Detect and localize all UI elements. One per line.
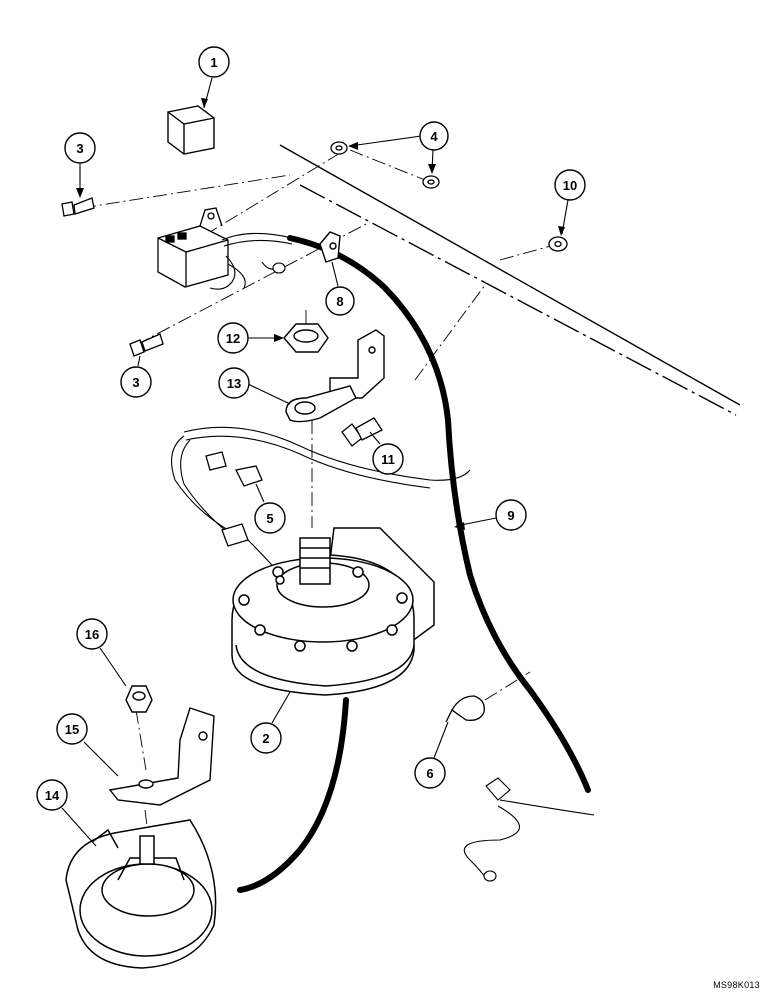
svg-text:13: 13 — [227, 376, 241, 391]
drawing-reference-code: MS98K013 — [713, 980, 760, 990]
wire-connector — [205, 451, 263, 547]
svg-text:9: 9 — [507, 508, 514, 523]
nut — [548, 236, 568, 252]
svg-text:6: 6 — [426, 766, 433, 781]
svg-text:16: 16 — [85, 627, 99, 642]
horn-mounting-bracket — [285, 329, 385, 423]
horn-leads — [171, 426, 471, 581]
callout: 8 — [325, 261, 355, 316]
svg-text:8: 8 — [336, 294, 343, 309]
horn-bracket — [108, 707, 215, 806]
svg-text:10: 10 — [563, 178, 577, 193]
callout: 1 — [198, 46, 230, 109]
hex-nut — [283, 323, 329, 353]
nut — [330, 141, 348, 155]
svg-text:3: 3 — [76, 141, 83, 156]
callout: 9 — [454, 499, 527, 531]
bolt-lower — [129, 333, 164, 357]
svg-text:3: 3 — [132, 375, 139, 390]
relay — [167, 105, 215, 155]
ring-terminal — [445, 695, 485, 723]
svg-text:2: 2 — [262, 731, 269, 746]
callout: 3 — [120, 355, 152, 398]
callout: 12 — [217, 322, 284, 354]
svg-text:5: 5 — [266, 511, 273, 526]
callout: 3 — [64, 132, 96, 198]
secondary-horn — [65, 819, 217, 969]
hex-nut — [125, 685, 153, 713]
callout: 16 — [76, 618, 127, 687]
callout: 15 — [56, 713, 119, 777]
bolt — [341, 417, 383, 447]
cable-clip — [319, 231, 341, 263]
bolt-upper — [61, 197, 95, 217]
callout: 10 — [554, 169, 586, 236]
assembly-centerlines — [81, 149, 559, 851]
callout: 6 — [414, 721, 449, 789]
nut — [422, 175, 440, 189]
callout: 2 — [250, 691, 291, 754]
svg-text:15: 15 — [65, 722, 79, 737]
callout: 13 — [218, 367, 291, 405]
ground-lead — [463, 777, 595, 882]
svg-text:14: 14 — [45, 788, 60, 803]
callout: 14 — [36, 779, 97, 847]
frame-rail — [279, 144, 741, 416]
relay-socket — [157, 207, 229, 288]
callout: 11 — [369, 431, 404, 475]
horn-wire — [237, 697, 349, 893]
relay-harness — [209, 232, 293, 290]
svg-text:1: 1 — [210, 55, 217, 70]
svg-text:12: 12 — [226, 331, 240, 346]
callout: 5 — [254, 483, 286, 534]
svg-text:11: 11 — [381, 452, 395, 467]
main-wiring-harness — [287, 235, 591, 793]
callout: 4 — [348, 121, 449, 174]
svg-text:4: 4 — [430, 129, 438, 144]
electric-horn — [231, 527, 435, 696]
